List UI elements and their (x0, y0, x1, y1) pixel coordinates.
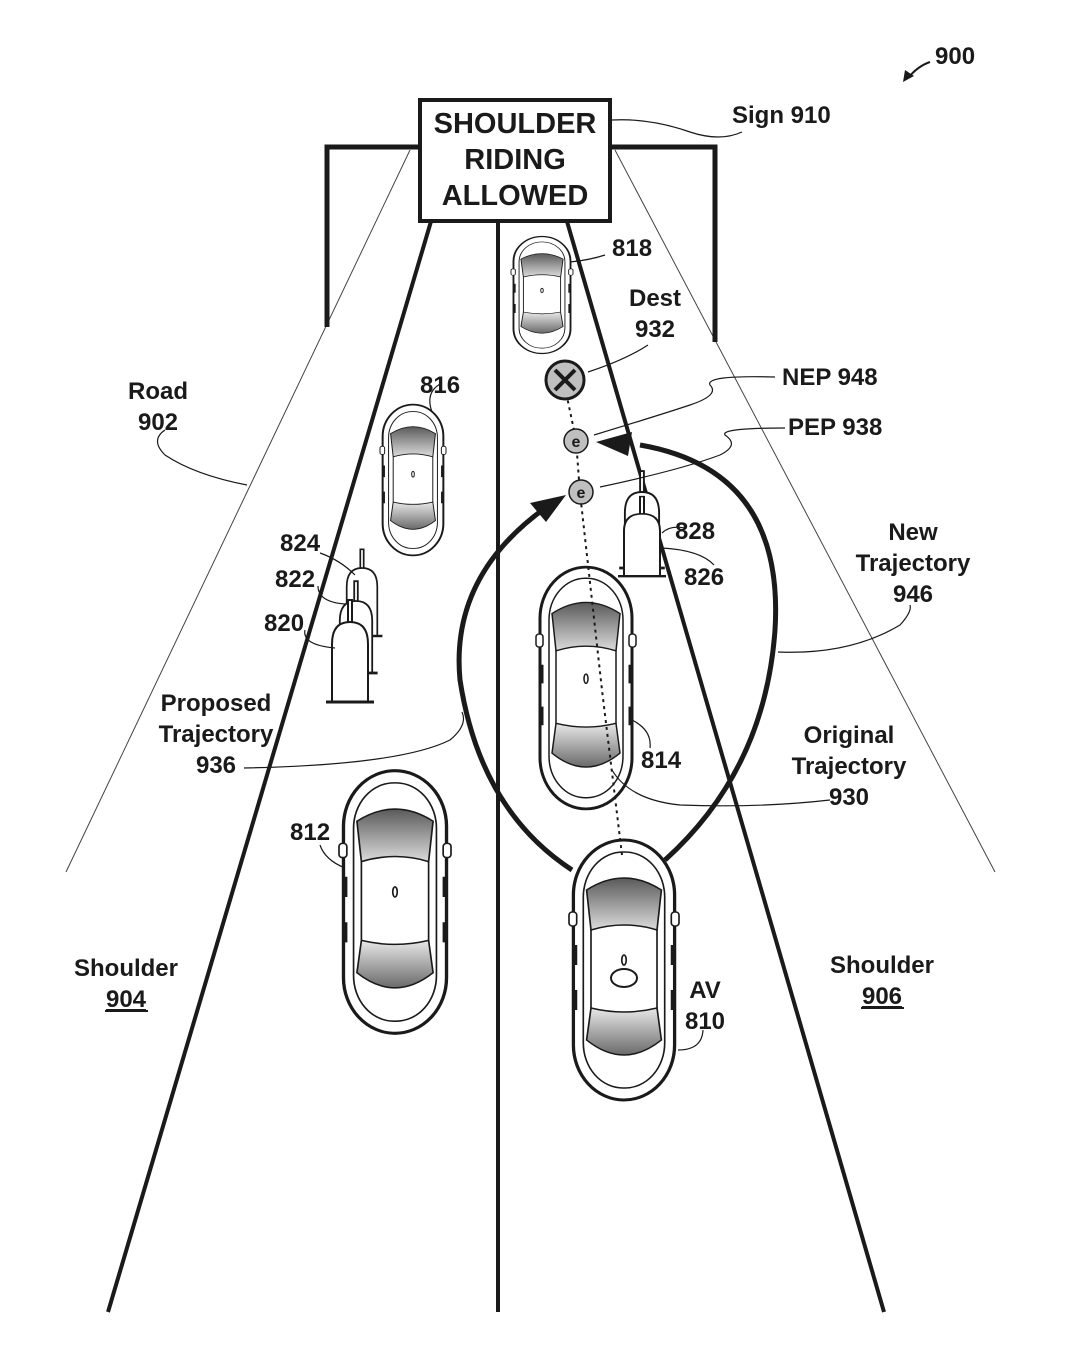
nep-point-glyph: e (572, 434, 581, 451)
road-lines (106, 217, 886, 1313)
figure-number: 900 (903, 43, 975, 82)
labels: Road 902 Dest 932 NEP 948 PEP 938 818 81… (74, 235, 971, 1035)
sign-board (418, 98, 612, 223)
sign-line-2: RIDING (464, 144, 566, 176)
new-trajectory-label-3: 946 (893, 581, 933, 608)
pep-label: PEP 938 (788, 414, 882, 441)
original-trajectory-label-1: Original (804, 722, 895, 749)
cone-822-label: 822 (275, 566, 315, 593)
original-trajectory-label-2: Trajectory (792, 753, 907, 780)
new-trajectory-label-1: New (888, 519, 938, 546)
original-trajectory-label-3: 930 (829, 784, 869, 811)
sign-gantry (324, 144, 718, 342)
car-814-label: 814 (641, 747, 682, 774)
road-number: 902 (138, 409, 178, 436)
av-sensor-icon (610, 968, 638, 988)
proposed-trajectory-936 (456, 503, 574, 873)
sign-line-3: ALLOWED (442, 180, 589, 212)
shoulder-left-label: Shoulder (74, 955, 178, 982)
dest-label: Dest (629, 285, 681, 312)
nep-label: NEP 948 (782, 364, 878, 391)
car-816 (379, 403, 447, 557)
leader-lines (156, 254, 911, 1051)
sign-label: Sign 910 (732, 102, 831, 129)
car-816-label: 816 (420, 372, 460, 399)
shoulder-left-number: 904 (106, 986, 147, 1013)
car-818 (510, 235, 574, 355)
nep-948-point: e (563, 428, 589, 454)
new-trajectory-label-2: Trajectory (856, 550, 971, 577)
dest-number: 932 (635, 316, 675, 343)
car-812 (337, 769, 453, 1035)
cone-828-label: 828 (675, 518, 715, 545)
proposed-trajectory-arrow (530, 495, 566, 522)
destination-932 (544, 359, 586, 401)
car-812-label: 812 (290, 819, 330, 846)
sign-910: SHOULDER RIDING ALLOWED Sign 910 (418, 98, 831, 223)
proposed-trajectory-label-1: Proposed (161, 690, 272, 717)
destination-x-icon (553, 368, 577, 392)
shoulder-right-label: Shoulder (830, 952, 934, 979)
new-trajectory-946 (639, 442, 779, 862)
cone-824-label: 824 (280, 530, 321, 557)
cone-820-label: 820 (264, 610, 304, 637)
sign-line-1: SHOULDER (434, 108, 597, 140)
proposed-trajectory-label-3: 936 (196, 752, 236, 779)
car-814 (534, 565, 638, 811)
shoulder-edge-lines (65, 149, 996, 873)
pep-938-point: e (568, 479, 594, 505)
car-818-label: 818 (612, 235, 652, 262)
pep-point-glyph: e (577, 485, 586, 502)
shoulder-right-number: 906 (862, 983, 902, 1010)
cone-826-label: 826 (684, 564, 724, 591)
av-label: AV (689, 977, 721, 1004)
sign-leader (611, 119, 743, 138)
figure-number-label: 900 (935, 43, 975, 70)
proposed-trajectory-label-2: Trajectory (159, 721, 274, 748)
av-number: 810 (685, 1008, 725, 1035)
road-label: Road (128, 378, 188, 405)
new-trajectory-arrow (596, 432, 632, 456)
